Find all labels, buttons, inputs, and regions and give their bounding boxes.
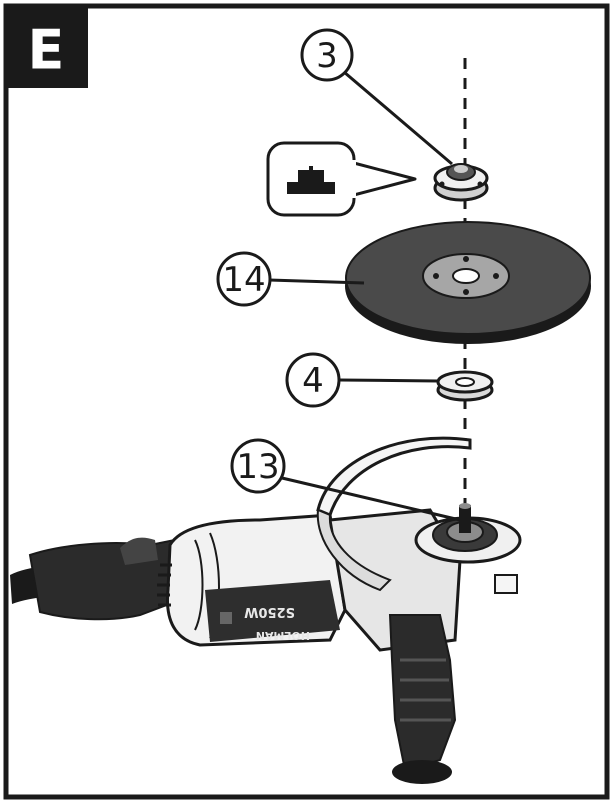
callout-13: 13: [230, 438, 461, 522]
nut-profile-icon: [266, 141, 417, 217]
clamp-nut-icon: [433, 163, 489, 202]
brand-marking: HOLMAN: [256, 629, 310, 642]
callout-4: 4: [285, 352, 439, 408]
callout-4-label: 4: [302, 361, 324, 401]
flange-icon: [436, 370, 494, 402]
callout-14: 14: [216, 251, 365, 307]
section-badge-label: E: [28, 19, 65, 82]
callout-3: 3: [300, 28, 453, 166]
diagram-border: [3, 3, 610, 800]
callout-13-label: 13: [236, 447, 279, 487]
callout-14-label: 14: [222, 260, 265, 300]
angle-grinder-icon: S250W HOLMAN: [10, 436, 522, 784]
section-badge: E: [8, 8, 88, 88]
grinding-disc-icon: [345, 221, 591, 344]
model-marking: S250W: [244, 604, 295, 619]
callout-3-label: 3: [316, 36, 338, 76]
